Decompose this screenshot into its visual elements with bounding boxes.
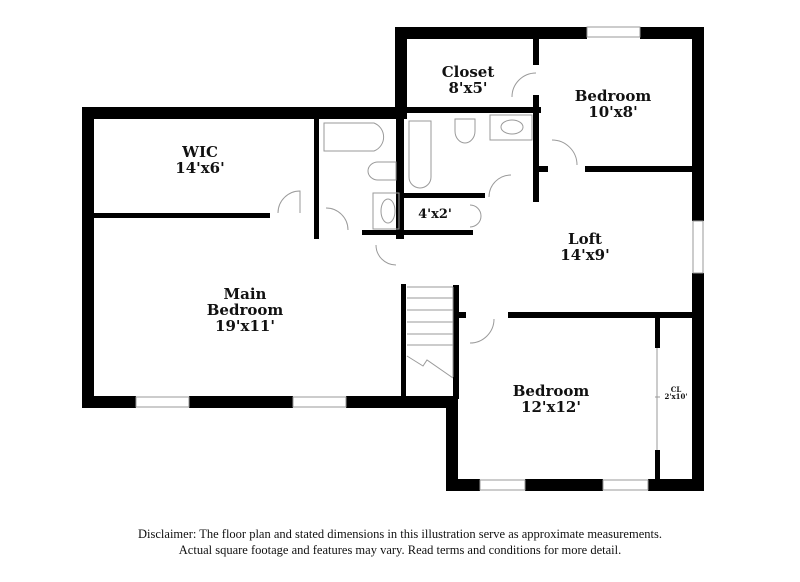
room-dimensions: 19'x11' [215,316,275,335]
room-dimensions: 8'x5' [448,78,488,97]
room-label-bedroom-2: Bedroom 10'x8' [563,87,663,121]
room-name: WIC [182,143,218,161]
room-name: Closet [441,63,495,81]
disclaimer-line1: Disclaimer: The floor plan and stated di… [138,527,662,541]
room-label-cl: CL 2'x10' [660,386,692,401]
room-dimensions: 10'x8' [588,102,638,121]
room-label-main-bedroom: Main Bedroom 19'x11' [190,285,300,335]
room-dimensions: 14'x6' [175,158,225,177]
room-label-linen: 4'x2' [410,208,460,222]
disclaimer: Disclaimer: The floor plan and stated di… [0,526,800,558]
room-dimensions: 4'x2' [418,207,452,222]
room-name: CL [670,385,682,394]
disclaimer-line2: Actual square footage and features may v… [178,543,622,557]
room-label-bedroom-3: Bedroom 12'x12' [501,382,601,416]
room-name: Bedroom [574,87,652,105]
walls [82,27,704,491]
windows [135,26,704,491]
room-name: Loft [568,230,602,248]
room-name-line2: Bedroom [206,300,284,319]
room-name-line1: Main [223,285,267,303]
room-label-closet: Closet 8'x5' [428,63,508,97]
room-name: Bedroom [512,382,590,400]
room-label-loft: Loft 14'x9' [545,230,625,264]
room-dimensions: 12'x12' [521,397,581,416]
fixtures [277,72,660,450]
room-dimensions: 14'x9' [560,245,610,264]
room-dimensions: 2'x10' [664,392,688,402]
room-label-wic: WIC 14'x6' [160,143,240,177]
